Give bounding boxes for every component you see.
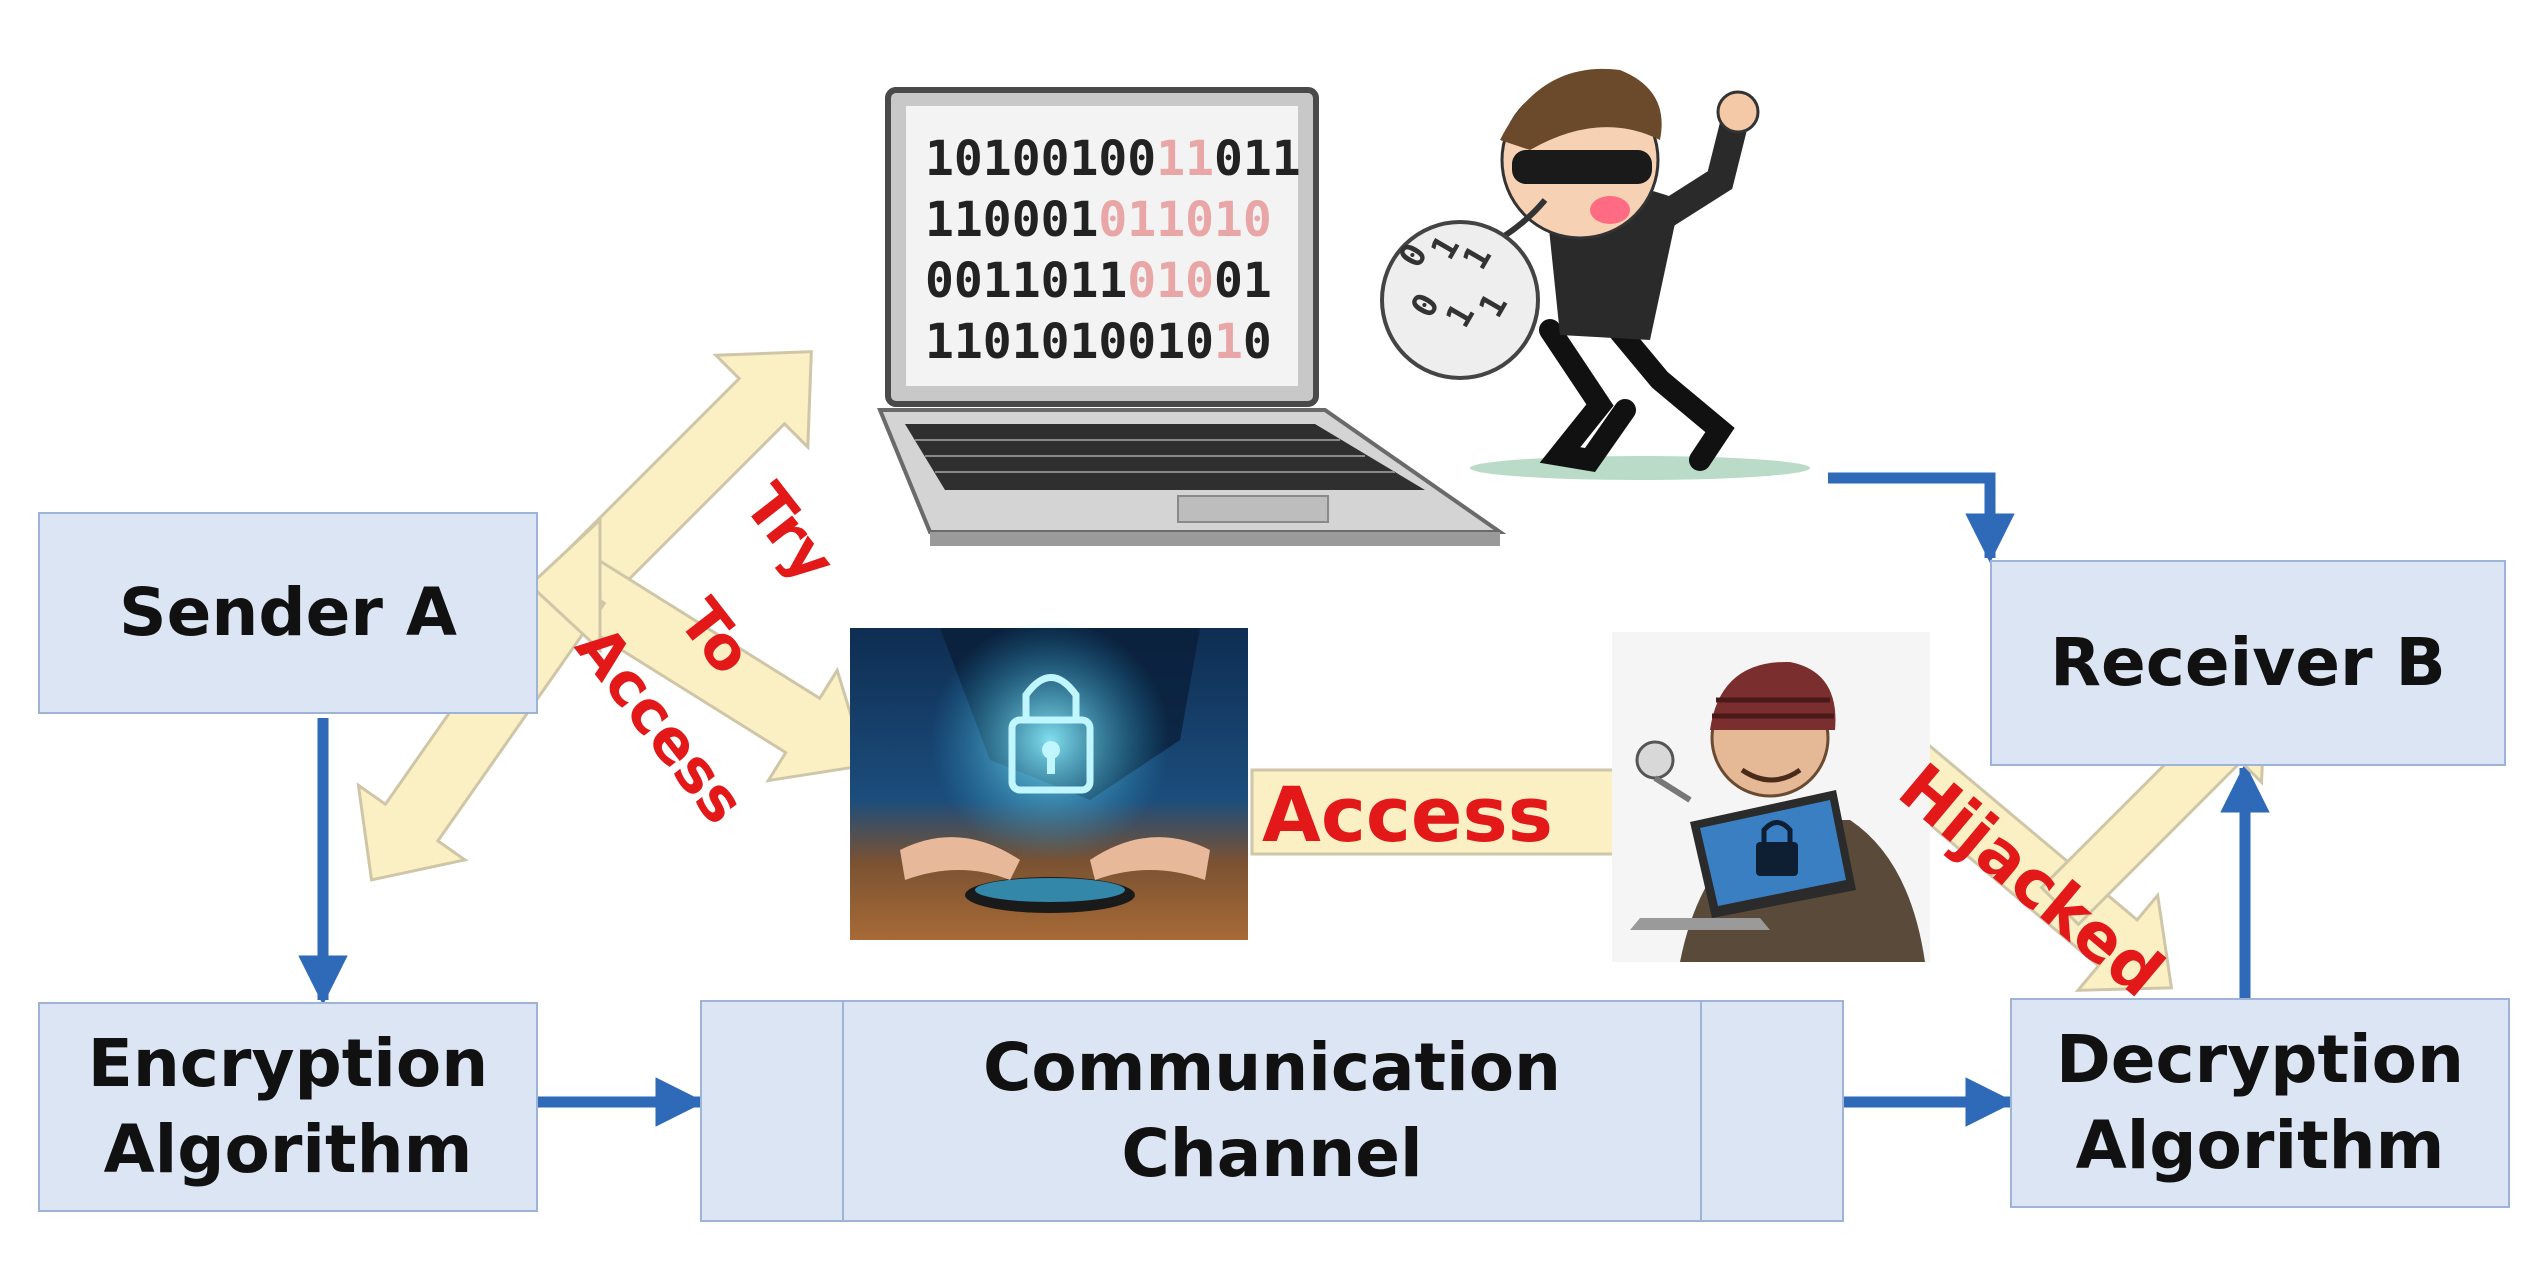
channel-right-segment xyxy=(1700,1002,1702,1220)
encryption-algorithm-label: Encryption Algorithm xyxy=(87,1025,489,1188)
sender-a-label: Sender A xyxy=(119,574,457,652)
laptop-screen-row-2: 110001011010 xyxy=(925,192,1272,248)
sender-a-box: Sender A xyxy=(38,512,538,714)
receiver-b-label: Receiver B xyxy=(2050,624,2446,702)
encryption-algorithm-box: Encryption Algorithm xyxy=(38,1002,538,1212)
laptop-screen-row-4: 110101001010 xyxy=(925,314,1272,370)
channel-left-segment xyxy=(842,1002,844,1220)
communication-channel-box: Communication Channel xyxy=(700,1000,1844,1222)
laptop-screen-row-1: 1010010011011 xyxy=(925,131,1301,187)
communication-channel-label: Communication Channel xyxy=(982,1029,1562,1192)
arrow-thief-to-receiver xyxy=(1828,472,2015,563)
try-access-arrow-to-sender xyxy=(527,516,602,654)
laptop-screen-row-3: 001101101001 xyxy=(925,253,1272,309)
receiver-b-box: Receiver B xyxy=(1990,560,2506,766)
try-access-arrow-to-laptop xyxy=(553,350,813,610)
decryption-algorithm-box: Decryption Algorithm xyxy=(2010,998,2510,1208)
decryption-algorithm-label: Decryption Algorithm xyxy=(2056,1021,2464,1184)
access-label: Access xyxy=(1262,770,1553,859)
